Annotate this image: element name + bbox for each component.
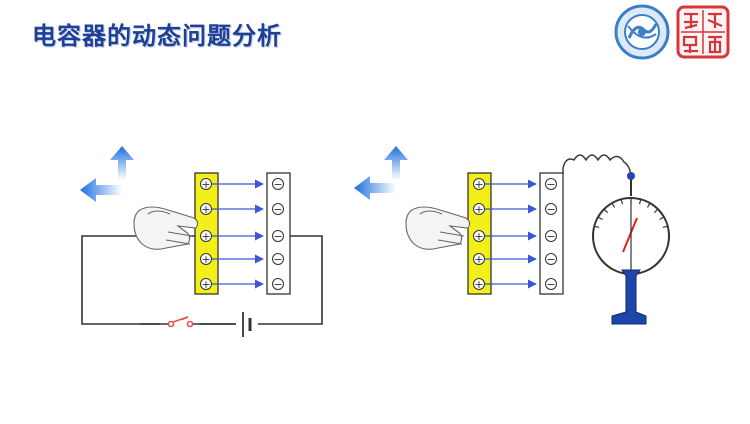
negative-charge-icon <box>272 203 284 215</box>
left-up-arrow-icon <box>110 146 134 180</box>
negative-charge-icon <box>545 203 557 215</box>
negative-charge-icon <box>272 253 284 265</box>
negative-sign: − <box>273 253 282 266</box>
spring-wire <box>562 154 632 177</box>
electrometer-stand <box>611 269 647 325</box>
dial-tick <box>611 202 616 208</box>
positive-charge-icon <box>200 278 212 290</box>
positive-charge-icon <box>200 253 212 265</box>
page-title: 电容器的动态问题分析 <box>32 22 282 50</box>
negative-sign: − <box>273 203 282 216</box>
dial-tick <box>603 208 609 214</box>
logo-area <box>614 4 730 60</box>
dial-tick <box>653 208 659 214</box>
dial-tick <box>662 225 668 229</box>
electrometer-needle <box>622 217 638 253</box>
hand-icon <box>133 206 199 250</box>
negative-sign: − <box>273 278 282 291</box>
negative-sign: − <box>546 230 555 243</box>
negative-sign: − <box>273 178 282 191</box>
positive-sign: + <box>201 278 210 291</box>
positive-sign: + <box>474 278 483 291</box>
positive-charge-icon <box>200 230 212 242</box>
positive-sign: + <box>201 203 210 216</box>
positive-charge-icon <box>200 178 212 190</box>
school-logo-icon <box>614 4 670 60</box>
positive-sign: + <box>474 253 483 266</box>
dial-tick <box>659 216 665 221</box>
positive-sign: + <box>474 178 483 191</box>
dial-tick <box>620 199 624 205</box>
dial-tick <box>646 202 651 208</box>
negative-charge-icon <box>272 278 284 290</box>
negative-sign: − <box>546 253 555 266</box>
positive-charge-icon <box>200 203 212 215</box>
negative-charge-icon <box>545 278 557 290</box>
positive-sign: + <box>201 178 210 191</box>
red-seal-icon <box>676 5 730 59</box>
dial-tick <box>638 199 642 205</box>
negative-sign: − <box>273 230 282 243</box>
positive-charge-icon <box>473 203 485 215</box>
positive-charge-icon <box>473 253 485 265</box>
negative-sign: − <box>546 203 555 216</box>
electrometer <box>592 172 670 325</box>
battery <box>236 312 258 338</box>
negative-charge-icon <box>272 230 284 242</box>
positive-sign: + <box>474 203 483 216</box>
positive-sign: + <box>201 253 210 266</box>
left-arrow-icon <box>80 178 122 202</box>
negative-sign: − <box>546 178 555 191</box>
dial-tick <box>597 216 603 221</box>
positive-charge-icon <box>473 230 485 242</box>
dial-tick <box>594 225 600 229</box>
negative-charge-icon <box>545 230 557 242</box>
left-up-arrow-icon <box>384 146 408 180</box>
positive-charge-icon <box>473 278 485 290</box>
left-arrow-icon <box>354 176 396 200</box>
negative-charge-icon <box>545 178 557 190</box>
negative-charge-icon <box>272 178 284 190</box>
positive-sign: + <box>201 230 210 243</box>
hand-icon <box>405 206 471 250</box>
positive-sign: + <box>474 230 483 243</box>
negative-sign: − <box>546 278 555 291</box>
positive-charge-icon <box>473 178 485 190</box>
negative-charge-icon <box>545 253 557 265</box>
